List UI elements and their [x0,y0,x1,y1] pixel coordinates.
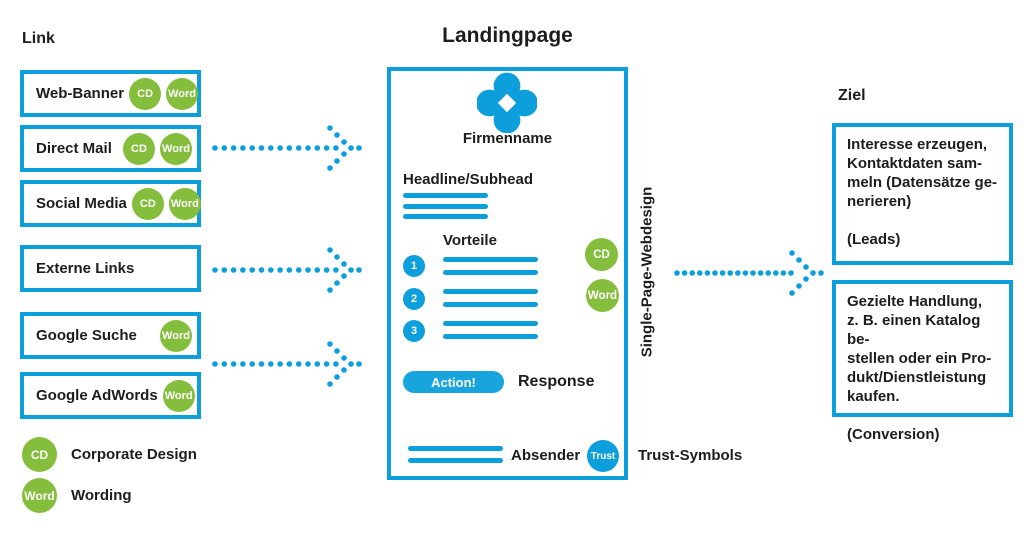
source-label: Web-Banner [36,85,125,102]
legend-corporate-design: CD Corporate Design [22,437,197,472]
source-box-direct-mail: Direct Mail CD Word [20,125,201,172]
source-label: Externe Links [36,260,135,277]
benefit-number-3: 3 [403,320,425,342]
action-button: Action! [403,371,504,393]
source-box-google-adwords: Google AdWords Word [20,372,201,419]
headline-label: Headline/Subhead [403,171,534,188]
goal-tag: (Conversion) [847,426,940,443]
trust-symbols-label: Trust-Symbols [638,447,743,464]
cd-badge: CD [123,132,155,165]
cd-badge: CD [585,238,618,271]
dotted-arrow-icon [212,125,362,171]
legend-label: Wording [71,487,132,504]
response-label: Response [518,373,595,390]
dotted-arrow-icon [212,247,362,293]
word-badge: Word [168,187,201,220]
text-placeholder-bar [403,214,488,219]
source-box-google-suche: Google Suche Word [20,312,201,359]
text-placeholder-bar [443,334,538,339]
ziel-column-heading: Ziel [838,87,866,104]
source-label: Direct Mail [36,140,112,157]
text-placeholder-bar [408,458,503,463]
word-badge: Word [160,319,192,352]
cd-badge: CD [129,77,162,110]
benefits-label: Vorteile [443,232,497,249]
legend-label: Corporate Design [71,446,197,463]
sender-label: Absender [511,447,581,464]
cd-badge: CD [22,437,57,472]
single-page-webdesign-label: Single-Page-Webdesign [638,186,656,358]
text-placeholder-bar [443,270,538,275]
text-placeholder-bar [443,302,538,307]
goal-box-conversion: Gezielte Handlung, z. B. einen Katalog b… [832,280,1013,443]
word-badge: Word [162,379,195,412]
text-placeholder-bar [443,321,538,326]
company-logo-icon [477,72,537,133]
link-column-heading: Link [22,30,55,47]
text-placeholder-bar [408,446,503,451]
goal-text: Interesse erzeugen, Kontaktdaten sam- me… [847,136,998,210]
text-placeholder-bar [403,204,488,209]
goal-tag: (Leads) [847,231,901,248]
source-label: Google Suche [36,327,137,344]
source-label: Social Media [36,195,127,212]
cd-badge: CD [131,187,164,220]
legend-wording: Word Wording [22,478,132,513]
benefit-number-1: 1 [403,255,425,277]
company-name-label: Firmenname [462,130,553,147]
dotted-arrow-icon [212,341,362,387]
source-label: Google AdWords [36,387,158,404]
trust-badge: Trust [587,440,619,472]
source-box-social-media: Social Media CD Word [20,180,201,227]
word-badge: Word [586,279,619,312]
source-box-externe-links: Externe Links [20,245,201,292]
text-placeholder-bar [443,257,538,262]
benefit-number-2: 2 [403,288,425,310]
word-badge: Word [166,77,199,110]
word-badge: Word [160,132,192,165]
text-placeholder-bar [443,289,538,294]
text-placeholder-bar [403,193,488,198]
source-box-web-banner: Web-Banner CD Word [20,70,201,117]
goal-box-leads: Interesse erzeugen, Kontaktdaten sam- me… [832,123,1013,265]
goal-text: Gezielte Handlung, z. B. einen Katalog b… [847,293,992,405]
page-title: Landingpage [442,24,573,47]
dotted-arrow-icon [674,250,824,296]
word-badge: Word [22,478,57,513]
